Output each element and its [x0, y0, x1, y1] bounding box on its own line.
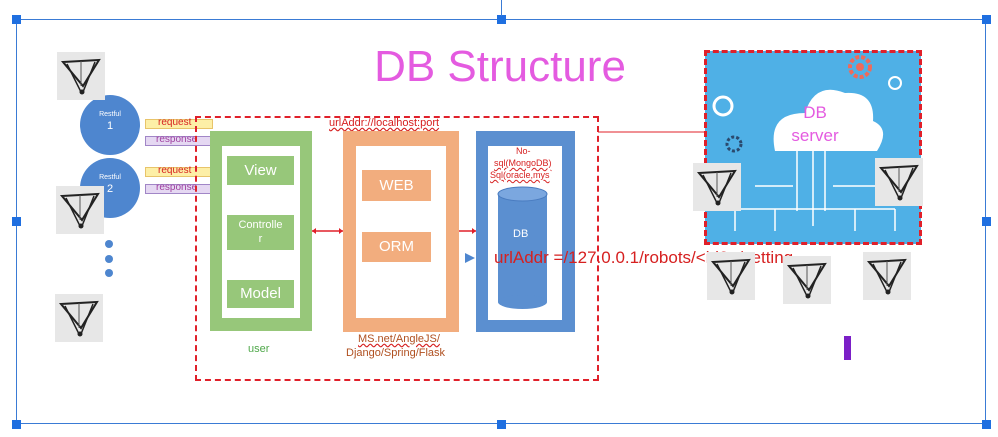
response-label-1: response — [156, 134, 198, 145]
robot-arm-icon — [693, 163, 741, 211]
database-cylinder-icon[interactable] — [497, 186, 549, 311]
resize-handle-top-left[interactable] — [12, 15, 21, 24]
restful-client-1-number: 1 — [106, 120, 114, 132]
robot-arm-icon — [875, 158, 923, 206]
robot-arm-glyph — [58, 300, 99, 337]
db-server-label-line1: DB — [803, 103, 827, 122]
framework-caption-line1: MS.net/AngleJS/ — [358, 333, 440, 345]
robot-arm-glyph — [786, 262, 827, 299]
robot-arm-icon — [55, 294, 103, 342]
rotate-handle-line — [501, 0, 502, 16]
robot-arm-glyph — [696, 169, 737, 206]
robot-arm-glyph — [710, 258, 751, 295]
restful-client-1[interactable]: Restful 1 — [80, 95, 140, 155]
resize-handle-top-center[interactable] — [497, 15, 506, 24]
robot-arm-icon — [707, 252, 755, 300]
resize-handle-middle-right[interactable] — [982, 217, 991, 226]
page-title: DB Structure — [374, 42, 626, 91]
server-boundary — [195, 116, 599, 381]
request-label-1: request — [158, 117, 192, 128]
robot-arm-glyph — [59, 192, 100, 229]
restful-client-2-label: Restful — [99, 174, 121, 181]
robot-arm-icon — [783, 256, 831, 304]
view-box[interactable]: View — [227, 156, 294, 185]
resize-handle-bottom-right[interactable] — [982, 420, 991, 429]
mvc-caption: user — [248, 343, 270, 355]
db-header-line3: Sql(oracle,mys — [490, 170, 550, 180]
model-box[interactable]: Model — [227, 280, 294, 308]
db-cylinder-label: DB — [513, 228, 529, 240]
robot-arm-icon — [57, 52, 105, 100]
robot-arm-icon — [863, 252, 911, 300]
framework-caption-line2: Django/Spring/Flask — [346, 347, 446, 359]
ellipsis-dot — [105, 255, 113, 263]
db-server-boundary — [704, 50, 922, 245]
robot-arm-glyph — [878, 164, 919, 201]
web-box[interactable]: WEB — [362, 170, 431, 201]
robot-arm-icon — [56, 186, 104, 234]
db-header-line2: sql(MongoDB) — [494, 158, 552, 168]
robot-arm-glyph — [866, 258, 907, 295]
cloud-icon — [712, 76, 902, 231]
ellipsis-dot — [105, 240, 113, 248]
ellipsis-dot — [105, 269, 113, 277]
url-addr-label: urlAddr://localhost:port — [329, 117, 440, 129]
resize-handle-bottom-left[interactable] — [12, 420, 21, 429]
resize-handle-top-right[interactable] — [982, 15, 991, 24]
resize-handle-middle-left[interactable] — [12, 217, 21, 226]
text-cursor-bar — [844, 336, 851, 360]
request-label-2: request — [158, 165, 192, 176]
response-label-2: response — [156, 182, 198, 193]
db-server-label-line2: server — [791, 126, 839, 145]
restful-client-1-label: Restful — [99, 111, 121, 118]
restful-client-2-number: 2 — [106, 183, 114, 195]
orm-box[interactable]: ORM — [362, 232, 431, 262]
gear-icon — [848, 55, 872, 79]
gear-icon — [725, 135, 743, 153]
db-header-line1: No- — [516, 146, 531, 156]
controller-box[interactable]: Controlle r — [227, 215, 294, 250]
resize-handle-bottom-center[interactable] — [497, 420, 506, 429]
controller-label: Controlle r — [238, 219, 283, 245]
request-arrow-1 — [145, 119, 213, 129]
robot-arm-glyph — [60, 58, 101, 95]
